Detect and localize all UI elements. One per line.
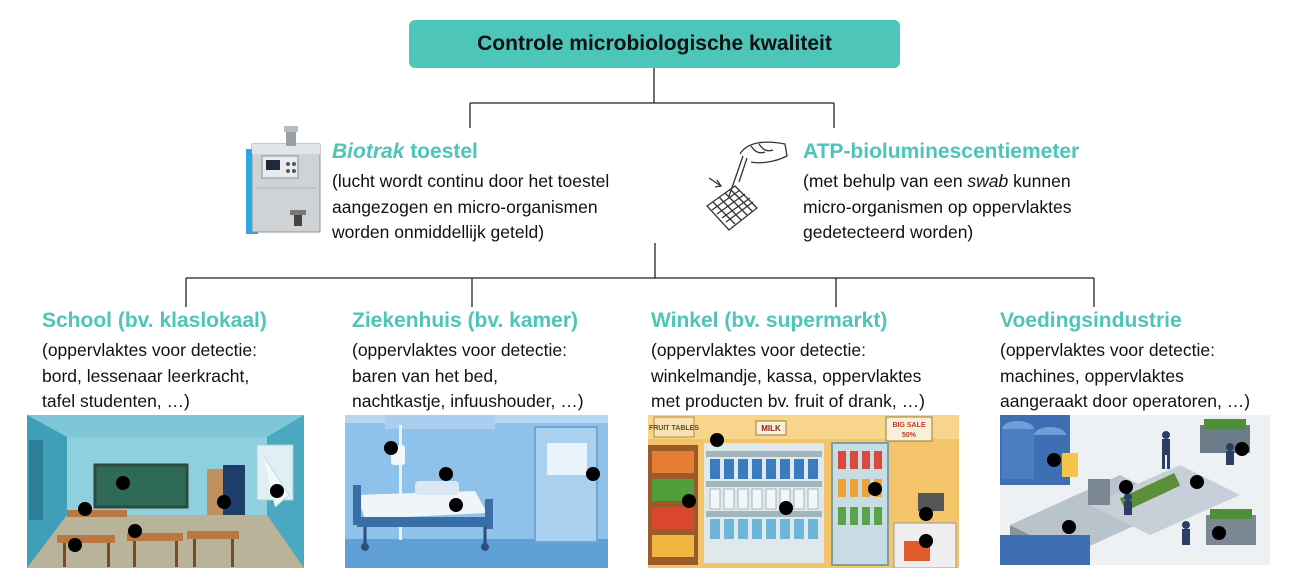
food-industry-heading: Voedingsindustrie (1000, 309, 1182, 332)
atp-heading: ATP-bioluminescentiemeter (803, 140, 1080, 163)
school-classroom-image (27, 415, 304, 568)
supermarket-heading: Winkel (bv. supermarkt) (651, 309, 888, 332)
supermarket-description: (oppervlaktes voor detectie: winkelmandj… (651, 340, 925, 411)
atp-swab-image (695, 134, 795, 234)
hospital-description: (oppervlaktes voor detectie: baren van h… (352, 340, 584, 411)
big-sale-sign: BIG SALE (892, 422, 925, 429)
milk-sign: MILK (761, 424, 781, 433)
title-box: Controle microbiologische kwaliteit (409, 20, 900, 68)
fruit-tables-sign: FRUIT TABLES (649, 425, 699, 432)
page-title: Controle microbiologische kwaliteit (477, 32, 832, 55)
biotrak-description: (lucht wordt continu door het toestel aa… (332, 171, 610, 242)
hospital-room-image (345, 415, 608, 568)
hospital-heading: Ziekenhuis (bv. kamer) (352, 309, 579, 332)
biotrak-heading: Biotrak toestel (332, 140, 478, 163)
food-industry-description: (oppervlaktes voor detectie: machines, o… (1000, 340, 1251, 411)
food-industry-image (1000, 415, 1270, 565)
supermarket-image: FRUIT TABLES MILK BIG SALE 50% (648, 415, 959, 568)
atp-description: (met behulp van een swab kunnen micro-or… (803, 171, 1072, 242)
school-heading: School (bv. klaslokaal) (42, 309, 267, 332)
sale-percent: 50% (902, 432, 917, 439)
biotrak-device-image (246, 124, 322, 234)
school-description: (oppervlaktes voor detectie: bord, lesse… (42, 340, 257, 411)
